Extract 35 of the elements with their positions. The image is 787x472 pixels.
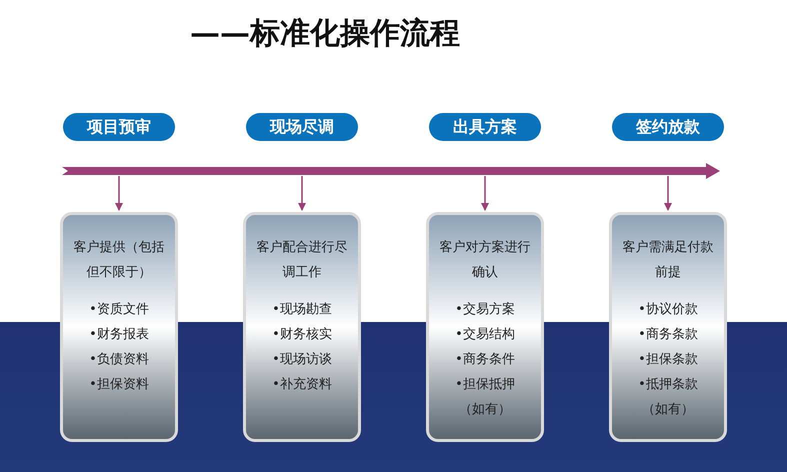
step-card bbox=[243, 212, 361, 442]
list-item: •抵押条款 bbox=[638, 376, 698, 394]
step-pill: 项目预审 bbox=[63, 113, 175, 141]
list-item: •资质文件 bbox=[89, 301, 149, 319]
list-item: •财务报表 bbox=[89, 326, 149, 344]
list-item: （如有） bbox=[642, 401, 694, 419]
step-pill: 出具方案 bbox=[429, 113, 541, 141]
list-item: •负债资料 bbox=[89, 351, 149, 369]
list-item: •担保抵押 bbox=[455, 376, 515, 394]
arrow bbox=[664, 176, 672, 211]
card-heading: 客户配合进行尽调工作 bbox=[256, 239, 348, 282]
list-item: （如有） bbox=[459, 401, 511, 419]
step-card bbox=[609, 212, 727, 442]
list-item: •商务条件 bbox=[455, 351, 515, 369]
list-item: •交易方案 bbox=[455, 301, 515, 319]
list-item: •现场勘查 bbox=[272, 301, 332, 319]
list-item: •担保资料 bbox=[89, 376, 149, 394]
step-card bbox=[426, 212, 544, 442]
card-heading: 客户提供（包括但不限于） bbox=[72, 239, 166, 282]
card-heading: 客户需满足付款前提 bbox=[622, 239, 714, 282]
list-item: •现场访谈 bbox=[272, 351, 332, 369]
arrow bbox=[298, 176, 306, 211]
arrow bbox=[115, 176, 123, 211]
list-item: •协议价款 bbox=[638, 301, 698, 319]
list-item: •交易结构 bbox=[455, 326, 515, 344]
list-item: •补充资料 bbox=[272, 376, 332, 394]
arrow bbox=[481, 176, 489, 211]
step-card bbox=[60, 212, 178, 442]
title: ——标准化操作流程 bbox=[190, 15, 460, 53]
step-pill: 签约放款 bbox=[612, 113, 724, 141]
list-item: •担保条款 bbox=[638, 351, 698, 369]
step-pill: 现场尽调 bbox=[246, 113, 358, 141]
list-item: •财务核实 bbox=[272, 326, 332, 344]
card-heading: 客户对方案进行确认 bbox=[438, 239, 532, 282]
list-item: •商务条款 bbox=[638, 326, 698, 344]
